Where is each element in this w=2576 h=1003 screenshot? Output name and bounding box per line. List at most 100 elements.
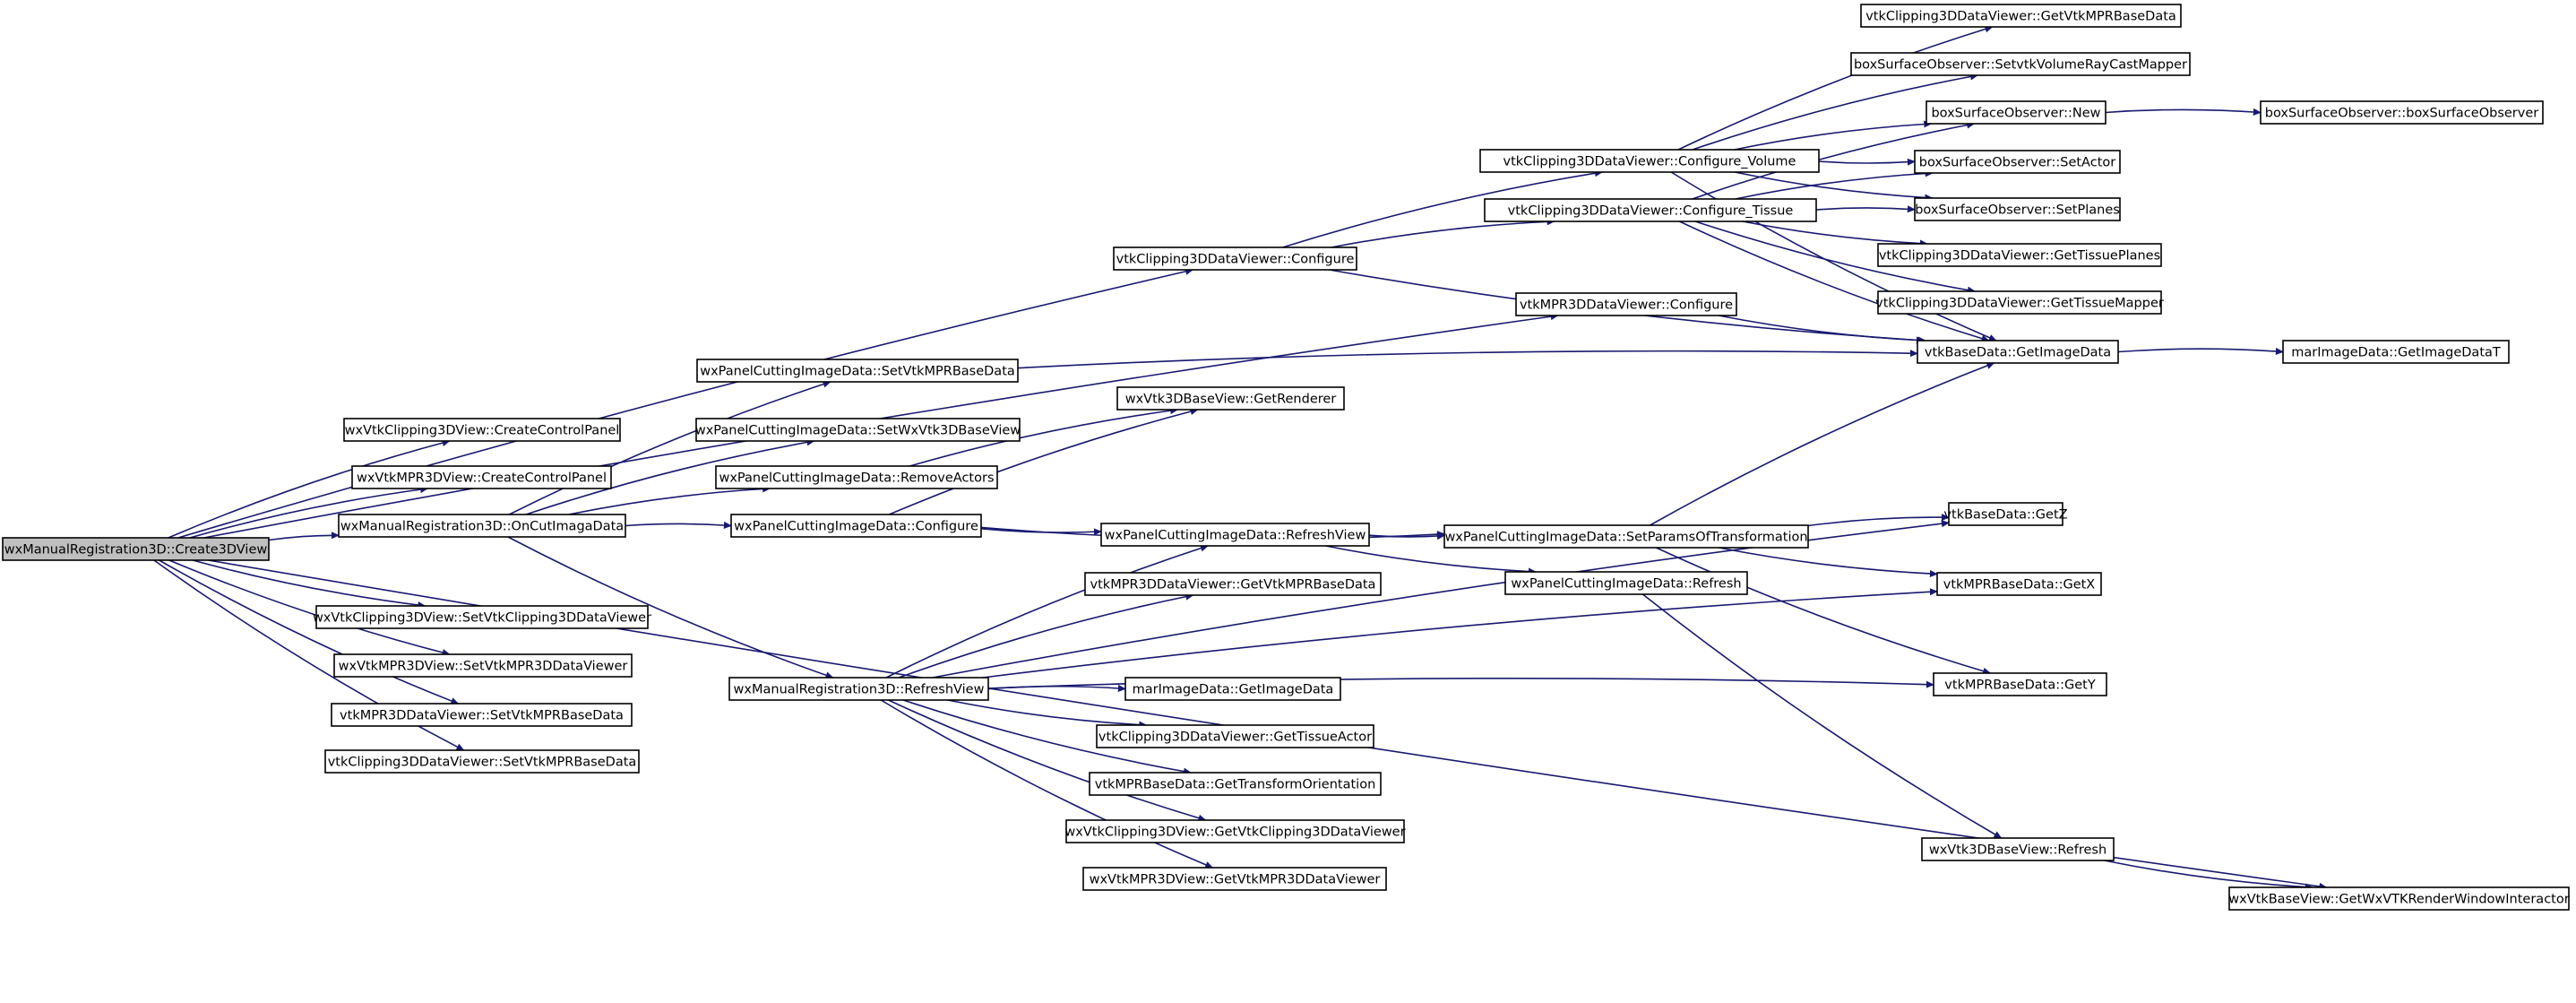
- node-rma[interactable]: wxPanelCuttingImageData::RemoveActors: [715, 465, 998, 489]
- node-label: vtkClipping3DDataViewer::GetTissuePlanes: [1879, 249, 2160, 264]
- node-box: [1100, 523, 1370, 547]
- node-gren[interactable]: wxVtk3DBaseView::GetRenderer: [1116, 386, 1345, 411]
- node-mgid[interactable]: marImageData::GetImageData: [1124, 677, 1341, 701]
- node-box: [1504, 571, 1748, 595]
- edge-m3cfg-to-gid: [1718, 315, 1926, 344]
- node-label: wxVtkMPR3DView::CreateControlPanel: [357, 471, 607, 486]
- node-box: [1515, 292, 1737, 316]
- node-box: [338, 514, 626, 538]
- edge-mrv-to-gvmv: [880, 699, 1214, 869]
- node-ccp[interactable]: wxVtkClipping3DView::CreateControlPanel: [343, 418, 621, 442]
- node-mcp[interactable]: wxVtkMPR3DView::CreateControlPanel: [351, 465, 612, 489]
- node-box: [1089, 772, 1382, 796]
- node-box: [1921, 837, 2115, 861]
- node-box: [696, 359, 1019, 383]
- node-spot[interactable]: wxPanelCuttingImageData::SetParamsOfTran…: [1443, 524, 1809, 549]
- node-pref[interactable]: wxPanelCuttingImageData::Refresh: [1504, 571, 1748, 595]
- node-box: [1082, 867, 1387, 891]
- node-label: wxVtk3DBaseView::GetRenderer: [1125, 393, 1337, 407]
- node-gto[interactable]: vtkMPRBaseData::GetTransformOrientation: [1089, 772, 1382, 796]
- node-gmpr[interactable]: vtkClipping3DDataViewer::GetVtkMPRBaseDa…: [1860, 4, 2182, 28]
- edge-ctis-to-gtm: [1694, 220, 1976, 294]
- node-svmb[interactable]: wxPanelCuttingImageData::SetVtkMPRBaseDa…: [696, 359, 1019, 383]
- edge-root-to-ccp: [168, 439, 451, 539]
- node-label: wxPanelCuttingImageData::Configure: [734, 520, 978, 534]
- edge-ocid-to-rma: [568, 485, 771, 515]
- edge-w3r-to-gwrw: [2104, 860, 2313, 891]
- edge-root-to-mcp: [189, 486, 429, 539]
- edge-root-to-msmb: [159, 559, 460, 705]
- node-label: wxVtkClipping3DView::GetVtkClipping3DDat…: [1064, 826, 1405, 840]
- node-scv[interactable]: wxVtkClipping3DView::SetVtkClipping3DDat…: [313, 605, 651, 629]
- node-gvmv[interactable]: wxVtkMPR3DView::GetVtkMPR3DDataViewer: [1082, 867, 1387, 891]
- node-box: [343, 418, 621, 442]
- node-box: [315, 605, 649, 629]
- node-gid[interactable]: vtkBaseData::GetImageData: [1917, 340, 2119, 364]
- node-gmpr2[interactable]: vtkMPR3DDataViewer::GetVtkMPRBaseData: [1084, 572, 1382, 596]
- node-ctis[interactable]: vtkClipping3DDataViewer::Configure_Tissu…: [1484, 198, 1817, 222]
- node-bsp[interactable]: boxSurfaceObserver::SetPlanes: [1914, 197, 2121, 221]
- node-gvcv[interactable]: wxVtkClipping3DView::GetVtkClipping3DDat…: [1064, 819, 1406, 843]
- node-box: [1917, 340, 2119, 364]
- node-box: [1116, 386, 1345, 411]
- edge-spot-to-getx: [1719, 547, 1938, 578]
- edge-mrv-to-gmpr2: [898, 592, 1194, 679]
- node-label: wxManualRegistration3D::RefreshView: [734, 683, 985, 697]
- node-gwrw[interactable]: wxVtkBaseView::GetWxVTKRenderWindowInter…: [2228, 886, 2570, 911]
- node-box: [730, 514, 982, 538]
- node-mrv[interactable]: wxManualRegistration3D::RefreshView: [728, 677, 989, 701]
- edge-ctis-to-bsp: [1815, 205, 1916, 213]
- node-gety[interactable]: vtkMPRBaseData::GetY: [1933, 672, 2107, 696]
- nodes: wxManualRegistration3D::Create3DViewvtkC…: [2, 4, 2570, 911]
- node-label: vtkClipping3DDataViewer::GetVtkMPRBaseDa…: [1865, 10, 2176, 24]
- node-ocid[interactable]: wxManualRegistration3D::OnCutImagaData: [338, 514, 626, 538]
- edge-root-to-csmb: [153, 559, 465, 751]
- node-gtp[interactable]: vtkClipping3DDataViewer::GetTissuePlanes: [1877, 243, 2162, 267]
- node-c3cfg[interactable]: vtkClipping3DDataViewer::Configure: [1113, 246, 1357, 271]
- node-svrc[interactable]: boxSurfaceObserver::SetvtkVolumeRayCastM…: [1850, 52, 2191, 76]
- node-swx3[interactable]: wxPanelCuttingImageData::SetWxVtk3DBaseV…: [695, 418, 1021, 442]
- edge-ocid-to-svmb: [508, 380, 831, 515]
- node-box: [2282, 340, 2510, 364]
- node-box: [331, 703, 633, 727]
- node-label: wxManualRegistration3D::OnCutImagaData: [340, 520, 624, 534]
- node-label: vtkClipping3DDataViewer::GetTissueMapper: [1875, 297, 2164, 311]
- node-box: [1877, 290, 2162, 315]
- node-prv[interactable]: wxPanelCuttingImageData::RefreshView: [1100, 523, 1370, 547]
- node-label: vtkClipping3DDataViewer::Configure_Tissu…: [1508, 204, 1794, 219]
- node-bnew[interactable]: boxSurfaceObserver::New: [1926, 100, 2106, 125]
- node-m3cfg[interactable]: vtkMPR3DDataViewer::Configure: [1515, 292, 1737, 316]
- node-box: [1065, 819, 1405, 843]
- node-label: vtkClipping3DDataViewer::GetTissueActor: [1098, 731, 1372, 745]
- node-label: wxVtkBaseView::GetWxVTKRenderWindowInter…: [2228, 893, 2569, 907]
- node-w3r[interactable]: wxVtk3DBaseView::Refresh: [1921, 837, 2115, 861]
- node-label: wxPanelCuttingImageData::RefreshView: [1105, 529, 1366, 543]
- node-gidt[interactable]: marImageData::GetImageDataT: [2282, 340, 2510, 364]
- node-smv[interactable]: wxVtkMPR3DView::SetVtkMPR3DDataViewer: [333, 653, 633, 678]
- node-msmb[interactable]: vtkMPR3DDataViewer::SetVtkMPRBaseData: [331, 703, 633, 727]
- node-getz[interactable]: vtkBaseData::GetZ: [1943, 502, 2068, 526]
- node-cvol[interactable]: vtkClipping3DDataViewer::Configure_Volum…: [1479, 149, 1820, 173]
- node-getx[interactable]: vtkMPRBaseData::GetX: [1936, 572, 2102, 596]
- node-root[interactable]: wxManualRegistration3D::Create3DView: [2, 537, 270, 561]
- node-bobs[interactable]: boxSurfaceObserver::boxSurfaceObserver: [2260, 100, 2544, 125]
- node-box: [351, 465, 612, 489]
- node-label: vtkMPR3DDataViewer::SetVtkMPRBaseData: [340, 709, 624, 723]
- edge-mrv-to-getx: [982, 588, 1938, 679]
- node-box: [1850, 52, 2191, 76]
- edge-ctis-to-bnew: [1692, 121, 1976, 200]
- node-csmb[interactable]: vtkClipping3DDataViewer::SetVtkMPRBaseDa…: [324, 749, 640, 774]
- node-label: wxVtkClipping3DView::SetVtkClipping3DDat…: [313, 611, 651, 626]
- node-label: vtkBaseData::GetZ: [1943, 508, 2067, 523]
- node-box: [1113, 246, 1357, 271]
- node-gtm[interactable]: vtkClipping3DDataViewer::GetTissueMapper: [1875, 290, 2164, 315]
- node-gta[interactable]: vtkClipping3DDataViewer::GetTissueActor: [1096, 724, 1374, 748]
- node-box: [715, 465, 998, 489]
- node-box: [1084, 572, 1382, 596]
- node-bsa[interactable]: boxSurfaceObserver::SetActor: [1914, 150, 2121, 174]
- node-label: wxManualRegistration3D::Create3DView: [4, 543, 268, 558]
- edge-cvol-to-bnew: [1734, 120, 1933, 151]
- node-box: [1914, 150, 2121, 174]
- node-pcfg[interactable]: wxPanelCuttingImageData::Configure: [730, 514, 982, 538]
